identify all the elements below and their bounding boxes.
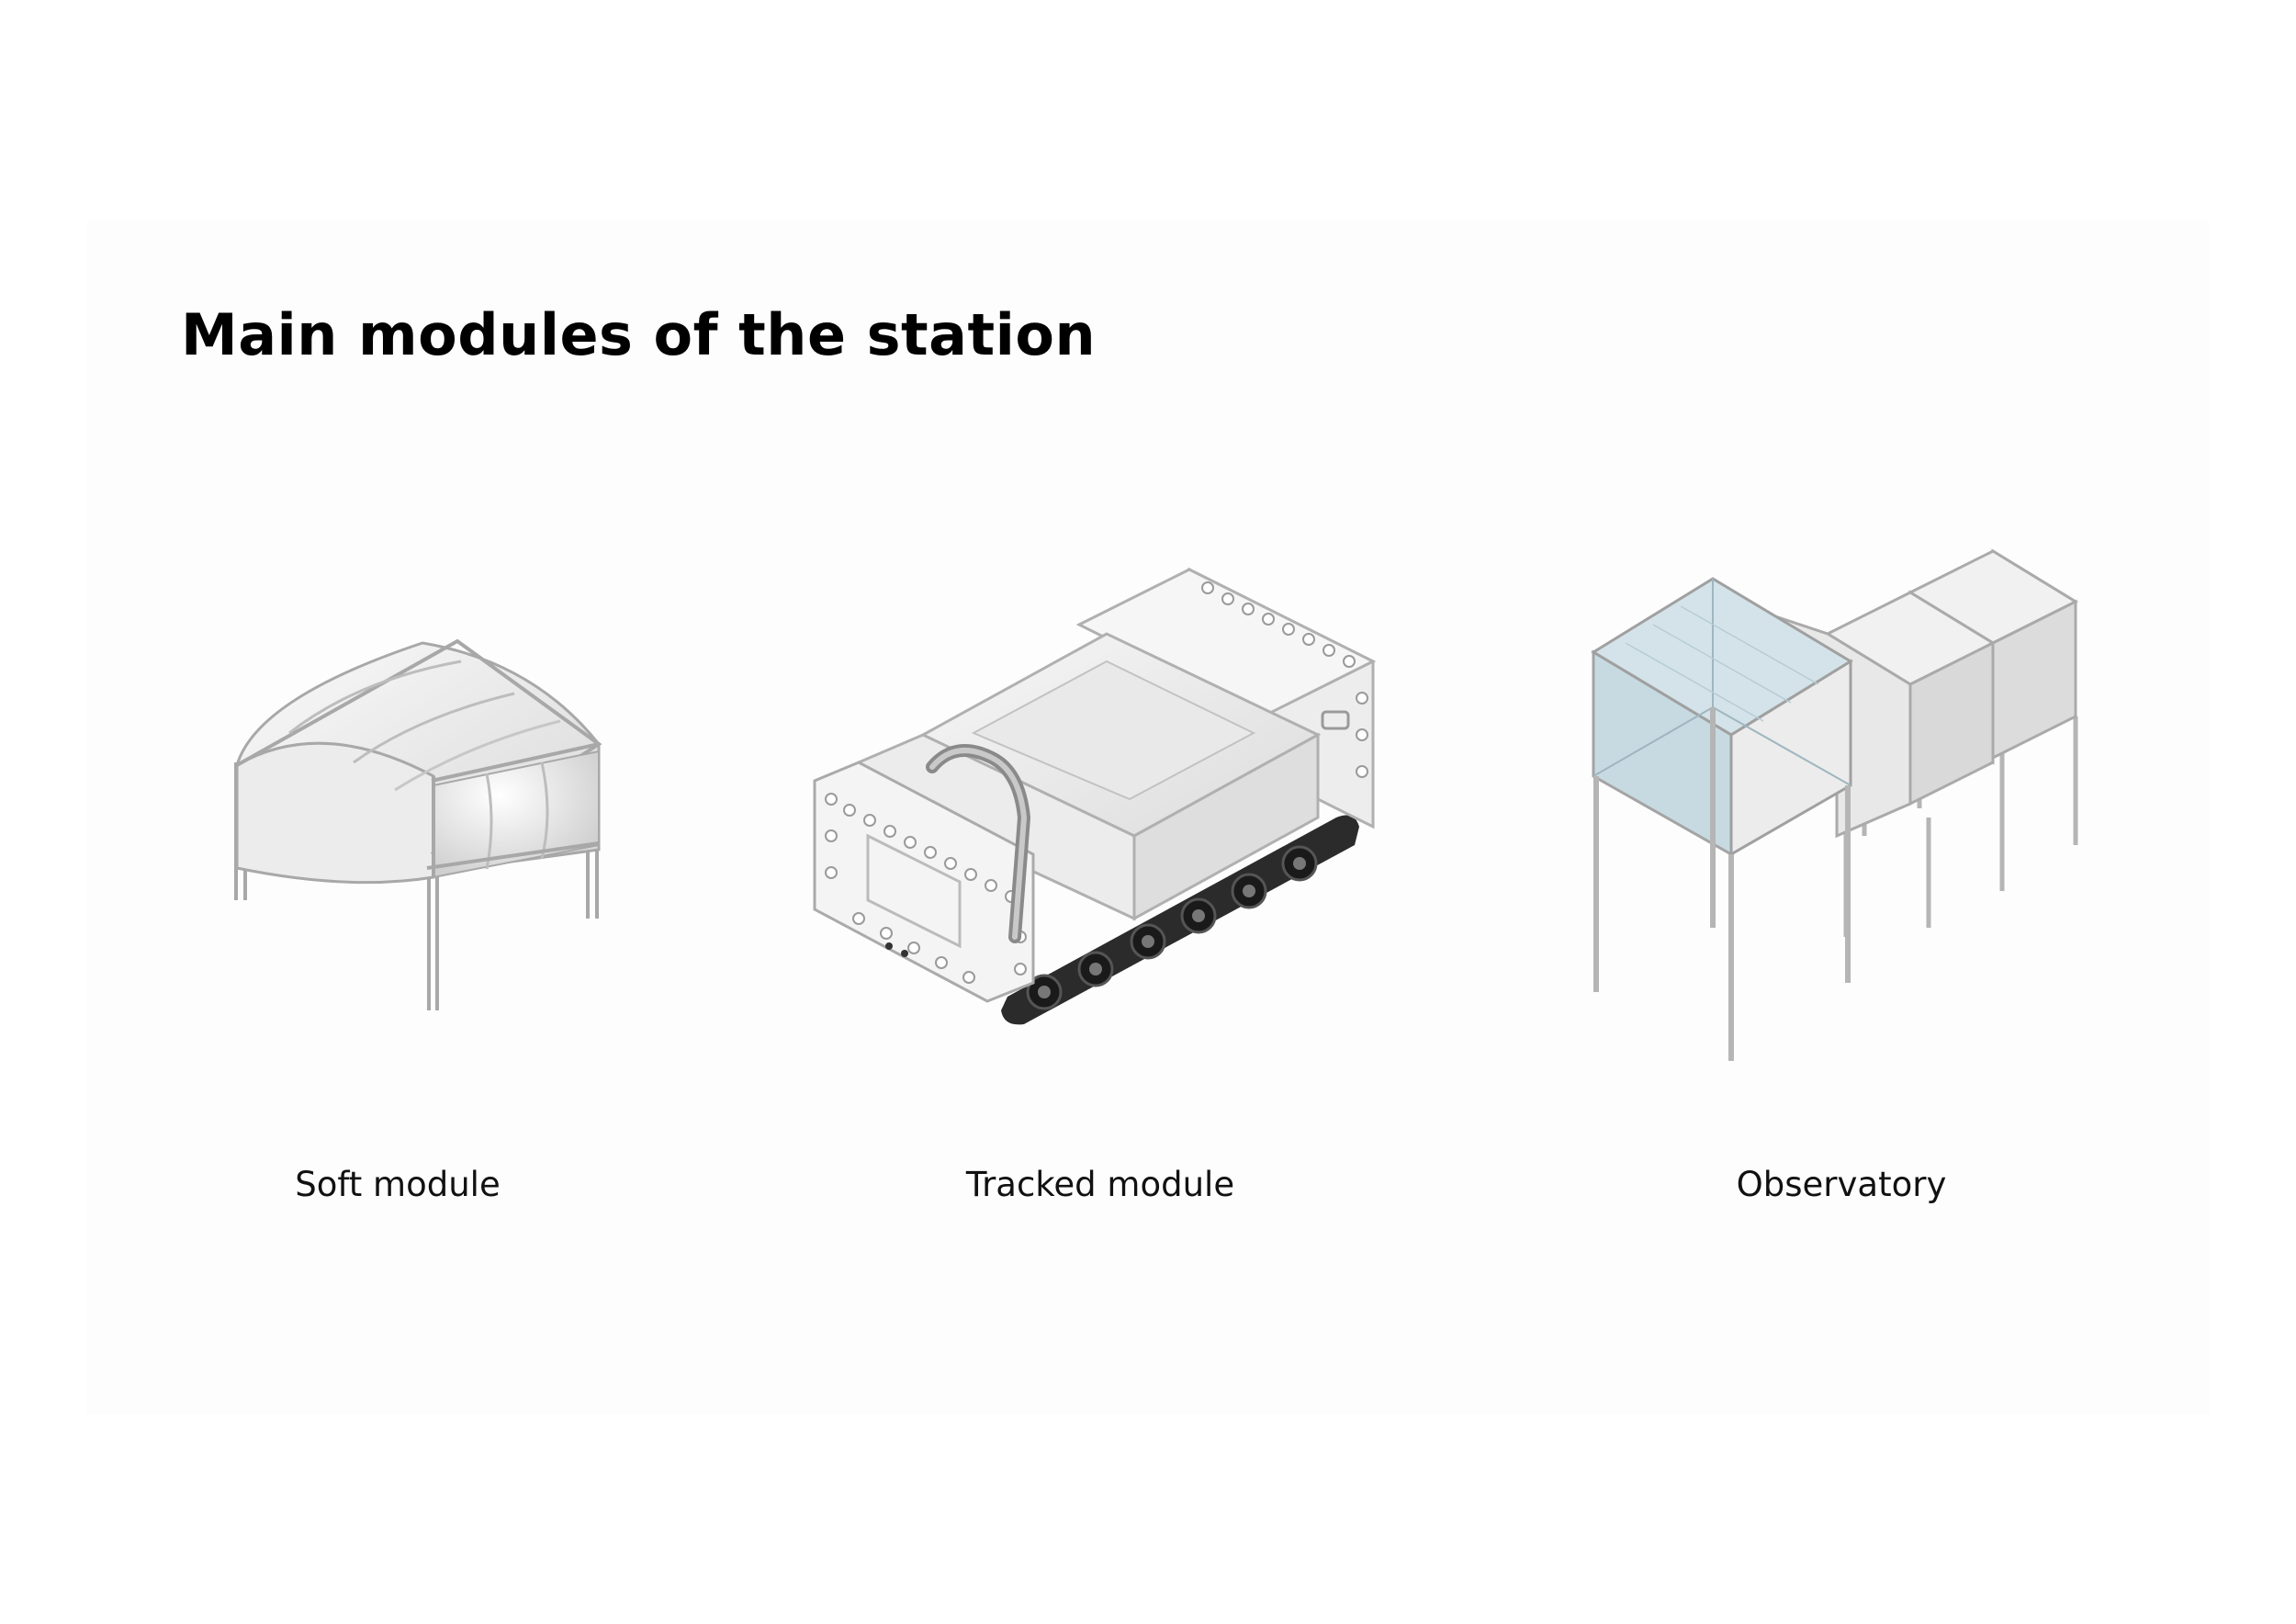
observatory xyxy=(1589,542,2103,1066)
soft-module xyxy=(220,625,625,1029)
observatory-caption: Observatory xyxy=(1736,1165,1947,1204)
tracked-module-caption: Tracked module xyxy=(965,1165,1235,1204)
tracked-module-illustration xyxy=(813,567,1377,1025)
soft-module-illustration xyxy=(234,638,602,1010)
soft-module-caption: Soft module xyxy=(295,1165,501,1204)
page-title: Main modules of the station xyxy=(181,301,1097,368)
observatory-illustration xyxy=(1591,548,2079,1061)
tracked-module xyxy=(804,551,1401,1038)
